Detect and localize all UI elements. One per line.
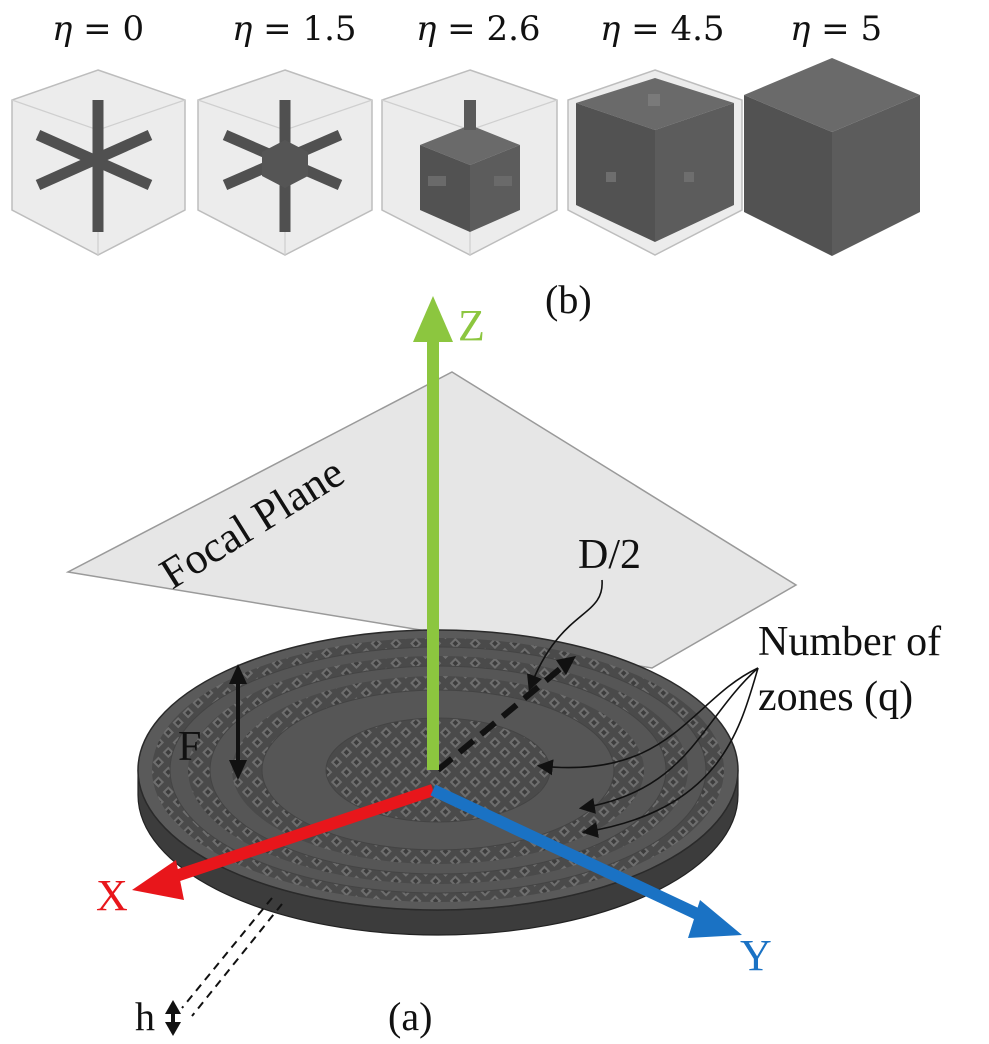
radius-indicator: D/2 bbox=[436, 532, 641, 773]
panel-b-caption: (b) bbox=[545, 277, 592, 322]
eta-label-1-5: η = 1.5 bbox=[232, 9, 357, 49]
zones-label-line-1: Number of bbox=[758, 619, 941, 665]
eta-label-5: η = 5 bbox=[790, 9, 882, 49]
radius-label: D/2 bbox=[578, 532, 641, 578]
x-axis-label: X bbox=[96, 871, 128, 920]
focal-length-label: F bbox=[178, 724, 201, 770]
core-cube bbox=[420, 125, 520, 232]
thickness-indicator: h bbox=[135, 897, 283, 1039]
thickness-label: h bbox=[135, 994, 155, 1039]
center-node bbox=[262, 140, 308, 188]
cross-strut bbox=[35, 100, 153, 232]
solid-cube bbox=[744, 58, 920, 256]
unit-cell-eta-5: η = 5 bbox=[744, 9, 920, 256]
unit-cell-row: η = 0 η = 1.5 η = 2.6 bbox=[11, 9, 920, 322]
focal-length-indicator: F bbox=[178, 664, 247, 780]
panel-a: Focal Plane F D/2 bbox=[65, 296, 941, 1039]
y-axis-label: Y bbox=[740, 931, 772, 980]
y-axis: Y bbox=[430, 784, 772, 980]
unit-cell-eta-4-5: η = 4.5 bbox=[567, 9, 743, 256]
zones-annotation: Number of zones (q) bbox=[536, 619, 941, 838]
unit-cell-eta-1-5: η = 1.5 bbox=[197, 9, 373, 256]
zones-label-line-2: zones (q) bbox=[758, 674, 913, 720]
eta-label-2-6: η = 2.6 bbox=[416, 9, 541, 49]
unit-cell-eta-2-6: η = 2.6 bbox=[381, 9, 558, 256]
eta-label-4-5: η = 4.5 bbox=[600, 9, 725, 49]
panel-a-caption: (a) bbox=[388, 994, 432, 1039]
eta-label-0: η = 0 bbox=[52, 9, 144, 49]
z-axis: Z bbox=[413, 296, 485, 770]
x-axis: X bbox=[96, 784, 435, 920]
unit-cell-eta-0: η = 0 bbox=[11, 9, 186, 256]
z-axis-label: Z bbox=[458, 301, 485, 350]
